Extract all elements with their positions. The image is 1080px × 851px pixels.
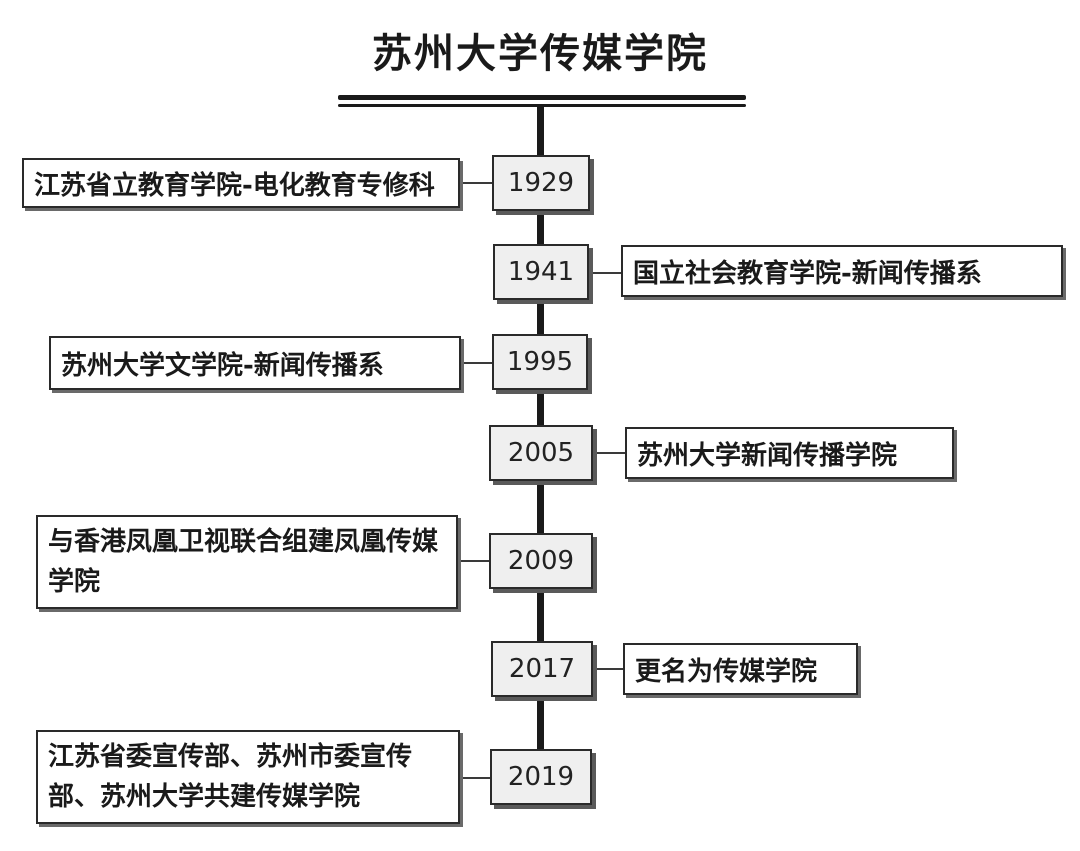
year-box: 1929 bbox=[492, 155, 590, 211]
event-label: 江苏省委宣传部、苏州市委宣传部、苏州大学共建传媒学院 bbox=[36, 730, 460, 824]
year-box: 2019 bbox=[490, 749, 592, 805]
event-label: 江苏省立教育学院-电化教育专修科 bbox=[22, 158, 460, 208]
year-box: 2005 bbox=[489, 425, 593, 481]
year-box: 1995 bbox=[492, 334, 588, 390]
connector bbox=[589, 272, 621, 274]
connector bbox=[593, 452, 625, 454]
title-underline bbox=[338, 95, 746, 100]
connector bbox=[460, 777, 490, 779]
connector bbox=[460, 182, 492, 184]
connector bbox=[593, 668, 623, 670]
event-label: 国立社会教育学院-新闻传播系 bbox=[621, 245, 1063, 297]
year-box: 1941 bbox=[493, 244, 589, 300]
connector bbox=[461, 362, 492, 364]
event-label: 与香港凤凰卫视联合组建凤凰传媒学院 bbox=[36, 515, 458, 609]
connector bbox=[458, 560, 489, 562]
event-label: 苏州大学新闻传播学院 bbox=[625, 427, 954, 479]
year-box: 2009 bbox=[489, 533, 593, 589]
page-title: 苏州大学传媒学院 bbox=[372, 31, 708, 77]
event-label: 苏州大学文学院-新闻传播系 bbox=[49, 336, 461, 390]
event-label: 更名为传媒学院 bbox=[623, 643, 858, 695]
year-box: 2017 bbox=[491, 641, 593, 697]
